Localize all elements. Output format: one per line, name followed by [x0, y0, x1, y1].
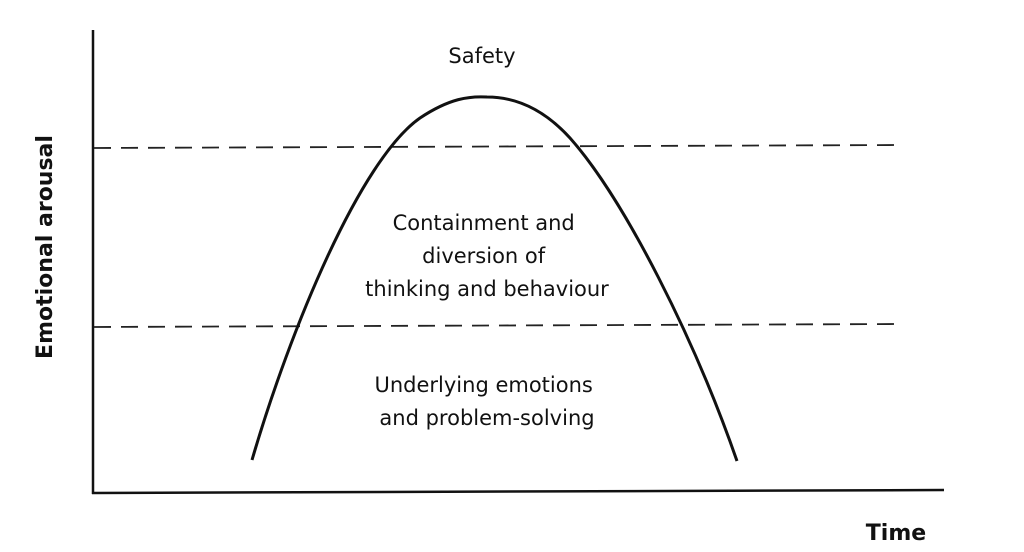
- y-axis-label: Emotional arousal: [33, 135, 58, 359]
- zone-line: diversion of: [422, 244, 546, 268]
- zone-line: and problem-solving: [379, 406, 594, 430]
- upper-threshold-line: [93, 144, 903, 149]
- zone-label-safety: Safety: [448, 44, 515, 68]
- zone-line: Containment and: [393, 211, 575, 235]
- zone-label-containment: Containment and diversion of thinking an…: [365, 211, 609, 301]
- lower-threshold-line: [93, 323, 903, 328]
- zone-line: Safety: [448, 44, 515, 68]
- x-axis: [91, 488, 945, 495]
- x-axis-label: Time: [866, 521, 926, 546]
- arousal-curve: [250, 95, 739, 462]
- zone-line: thinking and behaviour: [365, 277, 609, 301]
- zone-label-underlying-emotions: Underlying emotions and problem-solving: [374, 373, 599, 430]
- zone-line: Underlying emotions: [374, 373, 592, 397]
